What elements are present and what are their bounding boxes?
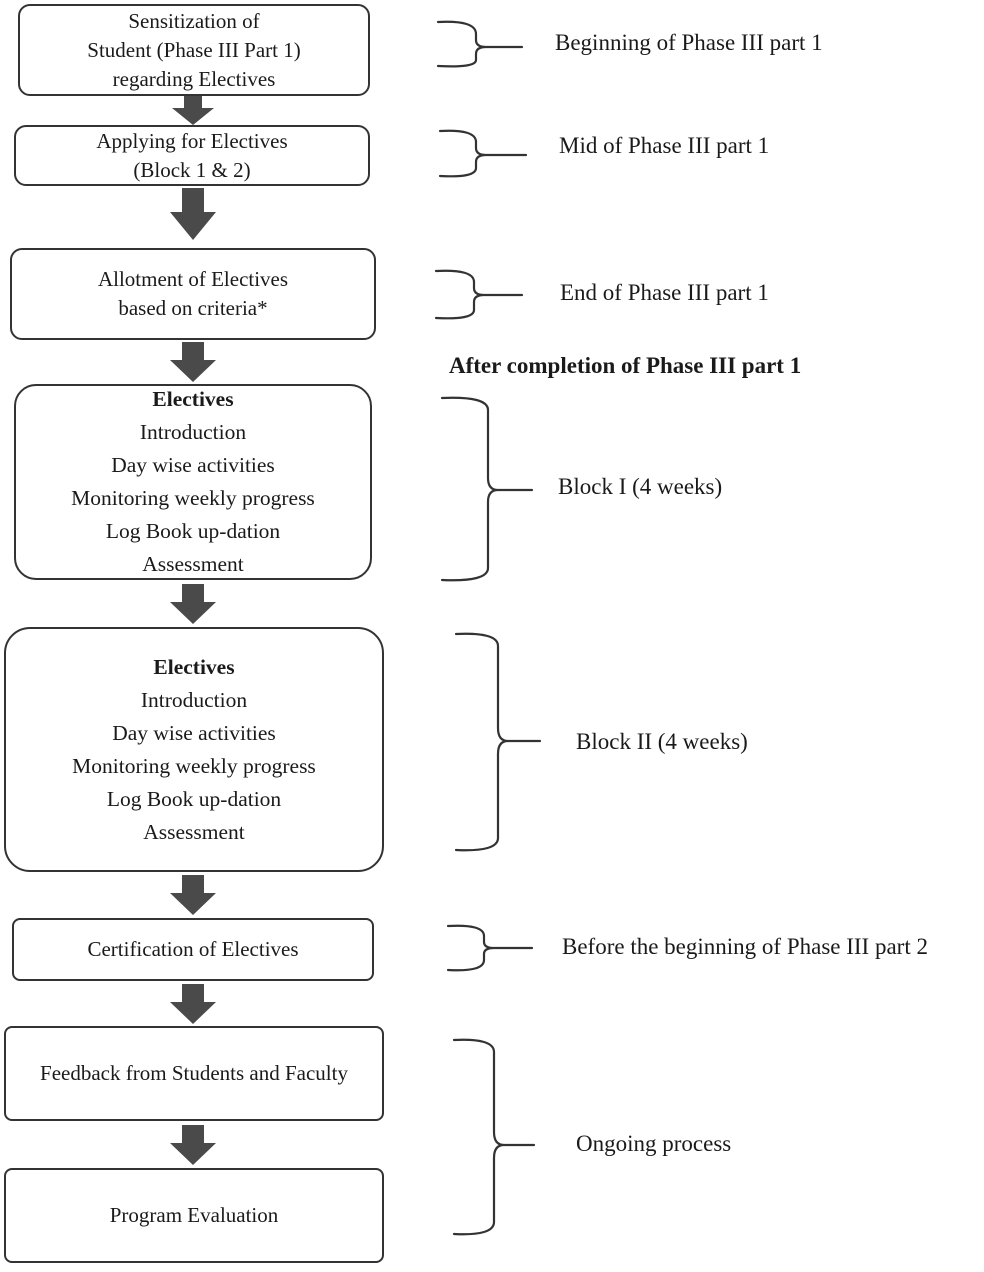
down-arrow-icon xyxy=(170,1125,216,1165)
step-allotment: Allotment of Electives based on criteria… xyxy=(10,248,376,340)
down-arrow-icon xyxy=(172,96,214,125)
step-line: Log Book up-dation xyxy=(105,519,281,543)
down-arrow-icon xyxy=(170,188,216,240)
step-line: Student (Phase III Part 1) xyxy=(87,37,301,62)
timing-mid: Mid of Phase III part 1 xyxy=(559,133,770,158)
step-applying: Applying for Electives (Block 1 & 2) xyxy=(14,125,370,186)
step-feedback: Feedback from Students and Faculty xyxy=(4,1026,384,1121)
step-line: Applying for Electives xyxy=(96,128,288,153)
step-line: Allotment of Electives xyxy=(97,267,289,291)
bracket-mid xyxy=(438,129,528,178)
step-line: Assessment xyxy=(142,552,244,576)
step-line: Day wise activities xyxy=(112,720,276,745)
step-title: Electives xyxy=(152,387,234,411)
step-line: Introduction xyxy=(140,687,248,712)
step-title: Electives xyxy=(153,654,235,679)
step-line: Introduction xyxy=(139,420,247,444)
timing-block2: Block II (4 weeks) xyxy=(576,729,748,754)
step-line: Sensitization of xyxy=(128,8,260,33)
timing-ongoing: Ongoing process xyxy=(576,1131,732,1156)
step-certification: Certification of Electives xyxy=(12,918,374,981)
bracket-beginning xyxy=(436,20,524,68)
timing-after-completion: After completion of Phase III part 1 xyxy=(449,353,802,378)
bracket-block1 xyxy=(440,396,534,582)
step-line: (Block 1 & 2) xyxy=(133,157,251,182)
bracket-certification xyxy=(446,924,534,972)
timing-beginning: Beginning of Phase III part 1 xyxy=(555,30,823,55)
step-line: Log Book up-dation xyxy=(106,786,282,811)
bracket-block2 xyxy=(454,632,542,852)
timing-end: End of Phase III part 1 xyxy=(560,280,769,305)
step-sensitization: Sensitization of Student (Phase III Part… xyxy=(18,4,370,96)
down-arrow-icon xyxy=(170,584,216,624)
timing-before-part2: Before the beginning of Phase III part 2 xyxy=(562,934,928,959)
down-arrow-icon xyxy=(170,875,216,915)
step-line: Feedback from Students and Faculty xyxy=(40,1061,348,1085)
step-electives-block1: Electives Introduction Day wise activiti… xyxy=(14,384,372,580)
step-electives-block2: Electives Introduction Day wise activiti… xyxy=(4,627,384,872)
step-line: Day wise activities xyxy=(111,453,275,477)
step-line: Monitoring weekly progress xyxy=(71,486,315,510)
down-arrow-icon xyxy=(170,342,216,382)
bracket-end xyxy=(434,269,524,320)
timing-block1: Block I (4 weeks) xyxy=(558,474,723,499)
step-line: Monitoring weekly progress xyxy=(72,753,316,778)
step-line: based on criteria* xyxy=(118,296,268,320)
step-program-evaluation: Program Evaluation xyxy=(4,1168,384,1263)
step-line: Program Evaluation xyxy=(109,1203,279,1227)
bracket-ongoing xyxy=(452,1038,536,1236)
step-line: regarding Electives xyxy=(112,66,276,91)
step-line: Certification of Electives xyxy=(87,937,299,961)
down-arrow-icon xyxy=(170,984,216,1024)
step-line: Assessment xyxy=(143,819,245,844)
